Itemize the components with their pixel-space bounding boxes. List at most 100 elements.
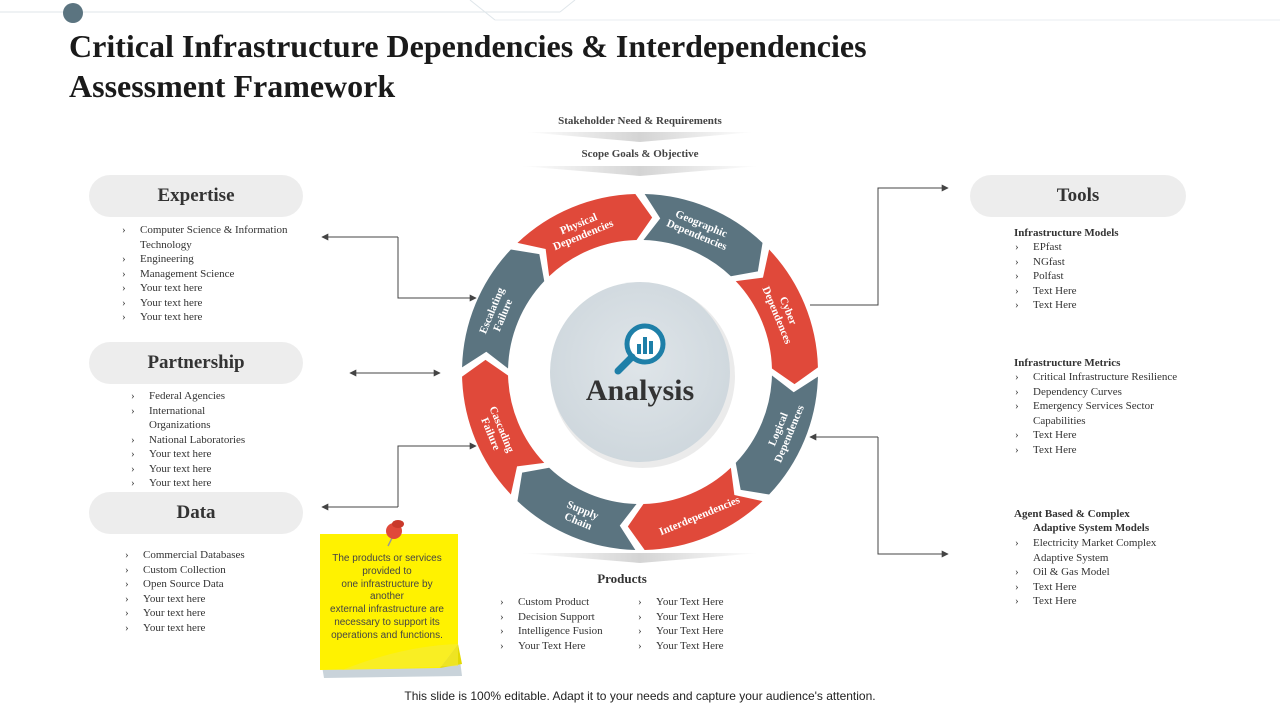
data-pill: Data <box>89 492 303 534</box>
data-connector-in <box>397 442 477 507</box>
infrastructure-models-title: Infrastructure Models <box>1014 227 1119 239</box>
tools-connector-top <box>810 184 949 306</box>
list-item: Your text here <box>120 296 310 311</box>
sticky-line: necessary to support its <box>334 616 440 628</box>
sticky-note-text: The products or services provided to one… <box>320 553 454 643</box>
partnership-title: Partnership <box>147 352 245 373</box>
list-item: Polfast <box>1013 269 1183 284</box>
sticky-line: The products or services <box>332 553 442 564</box>
list-item: Your Text Here <box>498 639 638 654</box>
expertise-pill: Expertise <box>89 175 303 217</box>
products-list-1: Custom Product Decision Support Intellig… <box>498 595 638 653</box>
list-item: Management Science <box>120 267 310 282</box>
list-item: Electricity Market Complex Adaptive Syst… <box>1013 536 1188 565</box>
list-item: Your text here <box>123 592 303 607</box>
infrastructure-metrics-title: Infrastructure Metrics <box>1014 357 1121 369</box>
list-item: Federal Agencies <box>129 389 259 404</box>
list-item: NGfast <box>1013 255 1183 270</box>
data-list: Commercial Databases Custom Collection O… <box>123 548 303 635</box>
products-title: Products <box>597 571 647 586</box>
list-item: Your text here <box>123 621 303 636</box>
footer-note: This slide is 100% editable. Adapt it to… <box>404 689 876 703</box>
list-item: Dependency Curves <box>1013 385 1183 400</box>
analytics-magnifier-icon <box>614 323 666 375</box>
ring-segment <box>735 375 818 495</box>
list-item: Computer Science & Information Technolog… <box>120 223 310 252</box>
page-title: Critical Infrastructure Dependencies & I… <box>69 26 1069 106</box>
agent-models-list: Electricity Market Complex Adaptive Syst… <box>1013 536 1188 609</box>
list-item: Your text here <box>123 606 303 621</box>
list-item: Your text here <box>129 476 259 491</box>
sticky-line: one infrastructure by <box>341 578 433 590</box>
ring-segment <box>627 467 763 550</box>
agent-models-title: Agent Based & Complex Adaptive System Mo… <box>1014 507 1234 535</box>
sticky-line: external infrastructure are <box>330 604 444 616</box>
list-item: Intelligence Fusion <box>498 624 638 639</box>
ring-segment <box>517 194 653 277</box>
sticky-line: another <box>370 591 404 603</box>
list-item: Your text here <box>129 462 259 477</box>
products-shade <box>520 553 760 563</box>
list-item: Custom Product <box>498 595 638 610</box>
analysis-label: Analysis <box>585 374 695 407</box>
list-item: Your text here <box>120 310 310 325</box>
list-item: Your text here <box>129 447 259 462</box>
scope-label: Scope Goals & Objective <box>581 148 699 160</box>
list-item: EPfast <box>1013 240 1183 255</box>
ring-segment <box>643 194 763 277</box>
stakeholder-label: Stakeholder Need & Requirements <box>558 115 722 127</box>
agent-models-title-line-1: Agent Based & Complex <box>1014 508 1130 520</box>
ring-segment <box>462 359 545 495</box>
infrastructure-metrics-list: Critical Infrastructure Resilience Depen… <box>1013 370 1183 457</box>
partnership-list: Federal Agencies International Organizat… <box>129 389 259 491</box>
expertise-title: Expertise <box>157 185 235 206</box>
list-item: Your Text Here <box>636 624 766 639</box>
top-decoration <box>0 0 1280 23</box>
analysis-center <box>550 282 730 462</box>
sticky-note <box>320 520 462 678</box>
list-item: Oil & Gas Model <box>1013 565 1188 580</box>
sticky-line: operations and functions. <box>331 629 443 641</box>
list-item: Commercial Databases <box>123 548 303 563</box>
title-line-2: Assessment Framework <box>69 68 396 104</box>
list-item: Your Text Here <box>636 595 766 610</box>
list-item: Your Text Here <box>636 639 766 654</box>
ring-segment <box>517 467 637 550</box>
data-title: Data <box>176 502 216 523</box>
list-item: Text Here <box>1013 443 1183 458</box>
expertise-connector-in <box>397 237 477 302</box>
partnership-pill: Partnership <box>89 342 303 384</box>
list-item: Text Here <box>1013 284 1183 299</box>
tools-title: Tools <box>1056 185 1100 206</box>
list-item: National Laboratories <box>129 433 259 448</box>
list-item: Critical Infrastructure Resilience <box>1013 370 1183 385</box>
list-item: Decision Support <box>498 610 638 625</box>
scope-shade <box>520 166 760 176</box>
list-item: Text Here <box>1013 594 1188 609</box>
accent-dot-icon <box>63 3 83 23</box>
ring-segment <box>735 249 818 385</box>
list-item: Text Here <box>1013 580 1188 595</box>
products-list-2: Your Text Here Your Text Here Your Text … <box>636 595 766 653</box>
push-pin-icon <box>386 520 404 547</box>
list-item: Text Here <box>1013 428 1183 443</box>
stakeholder-shade <box>525 132 755 142</box>
title-line-1: Critical Infrastructure Dependencies & I… <box>69 28 867 64</box>
list-item: Your text here <box>120 281 310 296</box>
ring-segment <box>462 249 545 369</box>
list-item: Your Text Here <box>636 610 766 625</box>
list-item: Emergency Services Sector Capabilities <box>1013 399 1183 428</box>
tools-connector-bottom <box>877 437 949 558</box>
tools-pill: Tools <box>970 175 1186 217</box>
infrastructure-models-list: EPfast NGfast Polfast Text Here Text Her… <box>1013 240 1183 313</box>
list-item: Open Source Data <box>123 577 303 592</box>
expertise-list: Computer Science & Information Technolog… <box>120 223 310 325</box>
sticky-line: provided to <box>362 565 412 577</box>
list-item: International Organizations <box>129 404 259 433</box>
list-item: Custom Collection <box>123 563 303 578</box>
list-item: Engineering <box>120 252 310 267</box>
agent-models-title-line-2: Adaptive System Models <box>1033 522 1150 534</box>
list-item: Text Here <box>1013 298 1183 313</box>
